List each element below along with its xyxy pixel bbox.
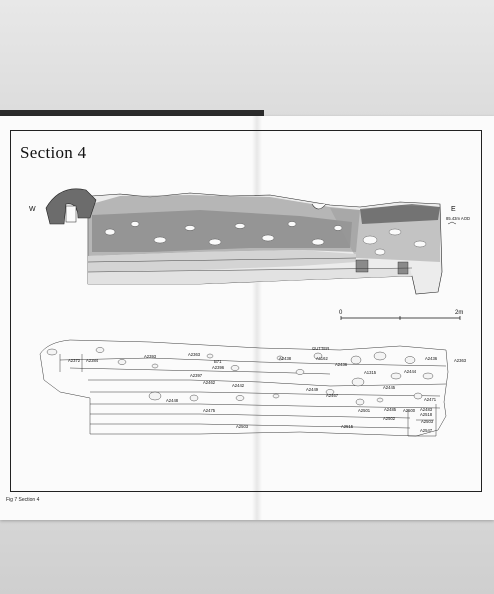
label-a2363-right: A2363 bbox=[454, 358, 467, 363]
datum-marker bbox=[447, 221, 457, 225]
label-a2444: A2444 bbox=[404, 369, 417, 374]
label-a2384: A2384 bbox=[86, 358, 99, 363]
lower-section-drawing bbox=[39, 339, 449, 437]
book-cover-edge bbox=[0, 110, 264, 118]
figure-title: Section 4 bbox=[20, 143, 87, 162]
scale-start: 0 bbox=[339, 310, 343, 316]
label-a2471: A2471 bbox=[424, 397, 437, 402]
label-a2372: A2372 bbox=[68, 358, 81, 363]
label-a2503-b: A2503 bbox=[421, 419, 434, 424]
label-a2485: A2485 bbox=[384, 407, 397, 412]
label-a2363-top: A2363 bbox=[188, 352, 201, 357]
label-a2462: A2462 bbox=[203, 380, 216, 385]
label-a2438: A2438 bbox=[279, 356, 292, 361]
label-a2475: A2475 bbox=[203, 408, 216, 413]
label-a2445: A2445 bbox=[383, 385, 396, 390]
label-a2483: A2483 bbox=[420, 407, 433, 412]
label-a2449: A2449 bbox=[306, 387, 319, 392]
label-a2502: A2502 bbox=[383, 416, 396, 421]
book-gutter bbox=[252, 116, 262, 520]
east-label: E bbox=[451, 206, 456, 213]
lower-section-labels: A2363 B71 GUTTER A2438 A1162 A2436 A2436… bbox=[68, 346, 467, 433]
label-a2518: A2518 bbox=[420, 412, 433, 417]
figure-caption: Fig 7 Section 4 bbox=[6, 497, 40, 503]
west-label: W bbox=[29, 206, 36, 213]
label-a1315: A1315 bbox=[364, 370, 377, 375]
label-a2397: A2397 bbox=[190, 373, 203, 378]
scale-end: 2m bbox=[455, 310, 463, 316]
label-b71: B71 bbox=[214, 359, 222, 364]
figure-frame bbox=[10, 130, 482, 492]
label-a2436-mid: A2436 bbox=[335, 362, 348, 367]
label-a2500: A2500 bbox=[403, 408, 416, 413]
label-a2436-right: A2436 bbox=[425, 356, 438, 361]
label-a2503: A2503 bbox=[236, 424, 249, 429]
label-a2442: A2442 bbox=[232, 383, 245, 388]
datum-label: 85.43m AOD bbox=[446, 216, 470, 221]
scale-bar bbox=[340, 316, 461, 320]
label-a2515: A2515 bbox=[341, 424, 354, 429]
background-bottom bbox=[0, 515, 494, 594]
lower-section-stones bbox=[46, 347, 434, 406]
upper-section-drawing bbox=[45, 188, 443, 295]
label-a2393: A2393 bbox=[144, 354, 157, 359]
label-a2396: A2396 bbox=[212, 365, 225, 370]
label-gutter: GUTTER bbox=[312, 346, 329, 351]
label-a2448: A2448 bbox=[166, 398, 179, 403]
label-a2467: A2467 bbox=[326, 393, 339, 398]
background-top bbox=[0, 0, 494, 118]
label-a2547: A2547 bbox=[420, 428, 433, 433]
label-a2501: A2501 bbox=[358, 408, 371, 413]
label-a1162: A1162 bbox=[316, 356, 328, 361]
